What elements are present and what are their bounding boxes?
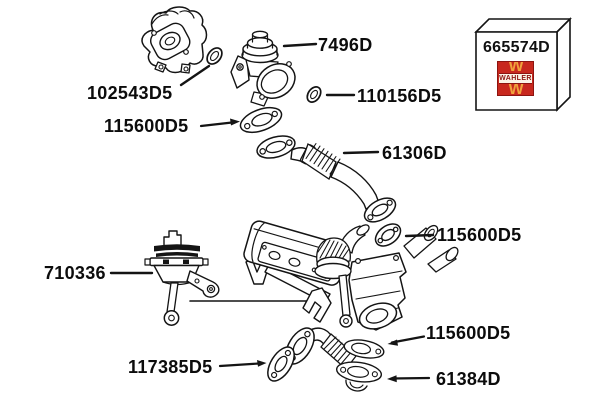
egr-cooler-assembly-drawing xyxy=(189,220,459,331)
throttle-housing-drawing xyxy=(141,6,208,74)
wahler-logo-band: WAHLER xyxy=(499,73,532,84)
part-label-7496D: 7496D xyxy=(318,35,373,55)
wahler-w-icon: W xyxy=(508,61,523,75)
part-label-61306D: 61306D xyxy=(382,143,447,163)
gasket-top-drawing xyxy=(239,106,283,134)
gasket-lower-pipe-drawing xyxy=(267,346,295,382)
wahler-brand-name: WAHLER xyxy=(499,75,532,82)
part-label-102543D5: 102543D5 xyxy=(87,83,173,103)
wahler-logo: W W WAHLER xyxy=(497,61,534,96)
leader-lines xyxy=(109,42,435,383)
part-label-61384D: 61384D xyxy=(436,369,501,389)
part-label-115600D5-bottom: 115600D5 xyxy=(426,323,511,343)
part-label-115600D5-mid: 115600D5 xyxy=(437,225,522,245)
part-label-117385D5: 117385D5 xyxy=(128,357,213,377)
brand-box-part-number: 665574D xyxy=(482,39,551,56)
lower-egr-pipe-drawing xyxy=(267,327,385,392)
vacuum-actuator-drawing xyxy=(144,230,220,326)
o-ring-upper-drawing xyxy=(206,47,223,65)
part-label-710336: 710336 xyxy=(44,263,106,283)
upper-egr-pipe-drawing xyxy=(256,135,397,223)
part-label-115600D5-top: 115600D5 xyxy=(104,116,189,136)
o-ring-lower-drawing xyxy=(306,86,322,103)
wahler-w-icon: W xyxy=(508,81,523,96)
part-label-110156D5: 110156D5 xyxy=(357,86,442,106)
gasket-middle-drawing xyxy=(374,223,402,247)
egr-valve-drawing xyxy=(230,30,296,107)
